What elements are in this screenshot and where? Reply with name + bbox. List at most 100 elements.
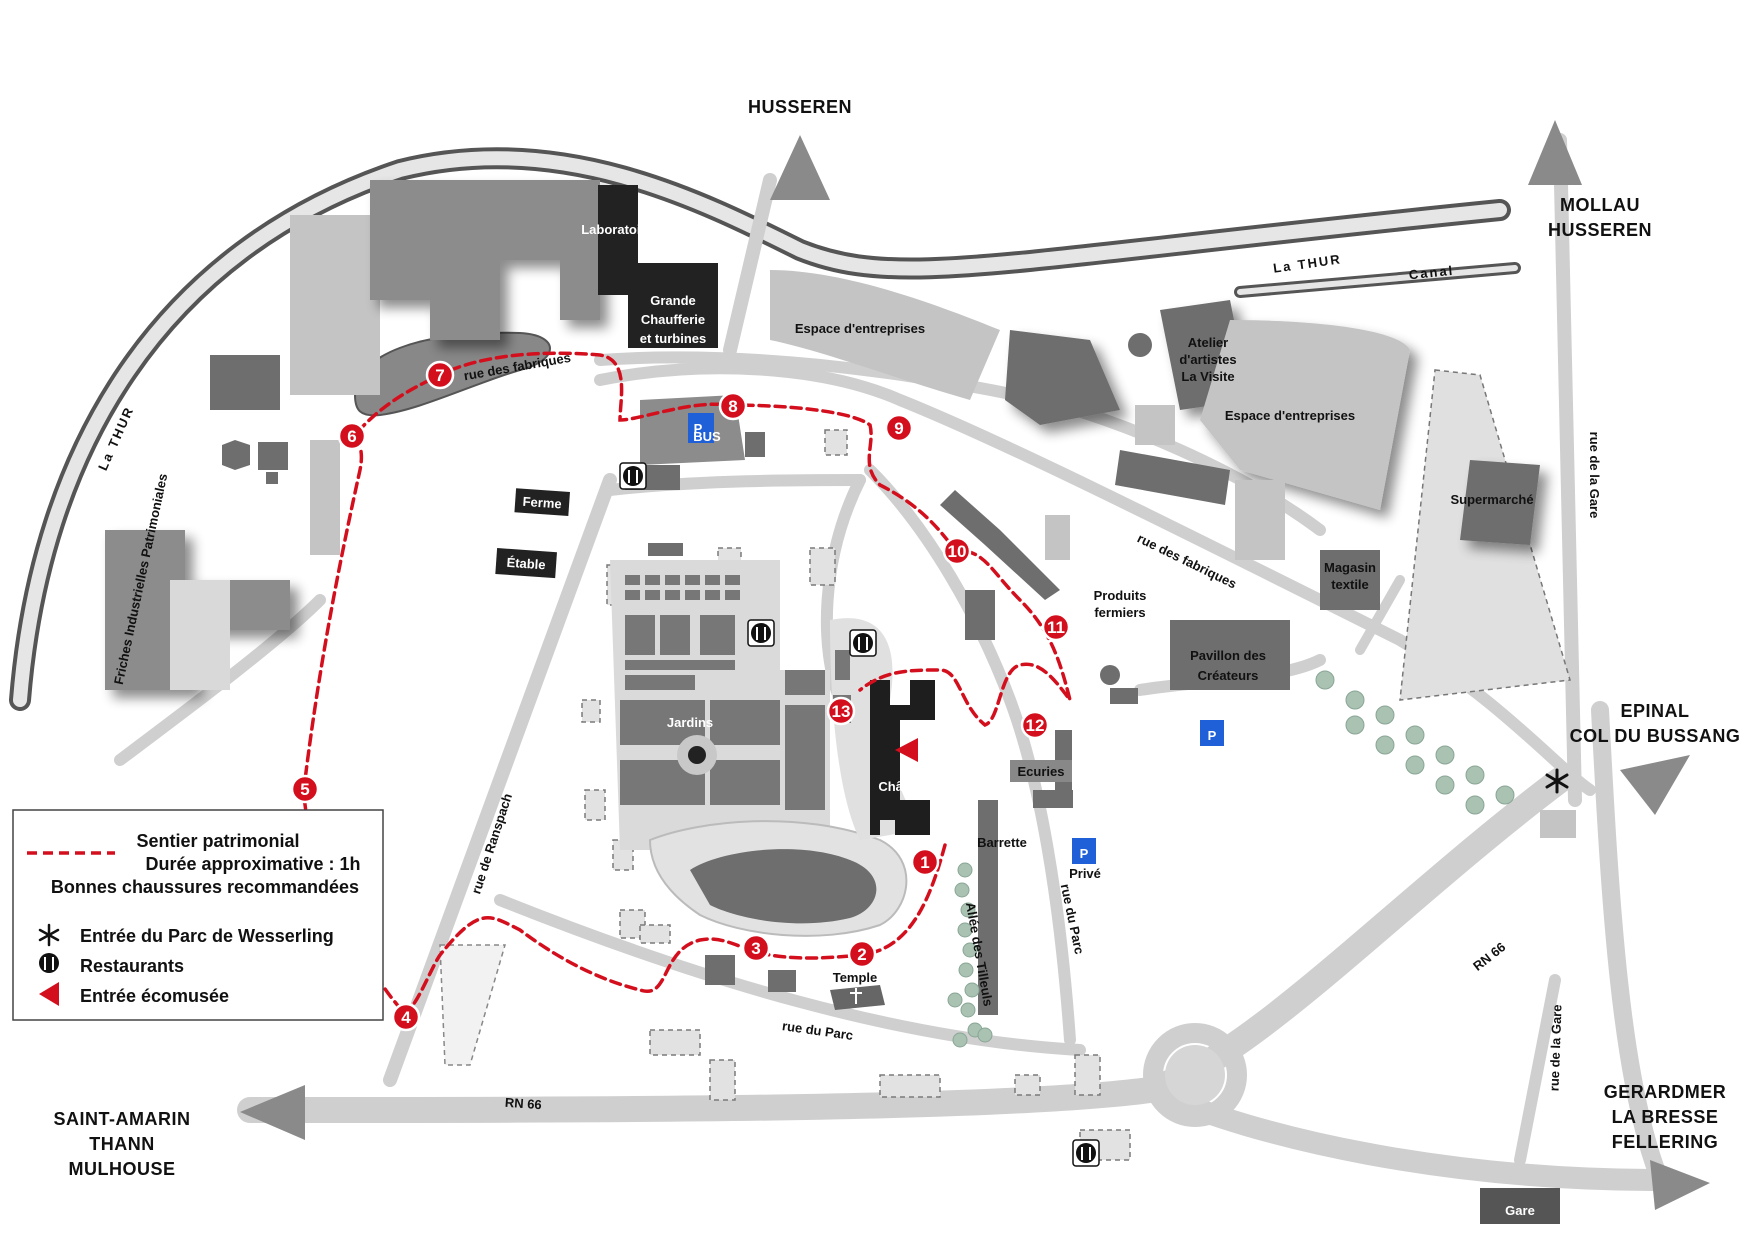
label-rue-parc-south: rue du Parc [781, 1018, 854, 1043]
label-rue-gare-north: rue de la Gare [1587, 432, 1602, 519]
label-atelier-2: d'artistes [1179, 352, 1236, 367]
svg-text:7: 7 [435, 366, 444, 385]
dir-gerardmer: GERARDMER [1604, 1082, 1727, 1102]
parking-bus-sign[interactable]: P BUS [688, 413, 721, 444]
trail-stop-1[interactable]: 1 [910, 847, 940, 877]
restaurant-icons [619, 462, 1100, 1167]
svg-text:6: 6 [347, 427, 356, 446]
label-rn66-west: RN 66 [504, 1095, 542, 1113]
parking-private-sign[interactable]: P Privé [1069, 838, 1101, 881]
dir-col-bussang: COL DU BUSSANG [1570, 726, 1741, 746]
trail-stop-9[interactable]: 9 [884, 413, 914, 443]
canal [1234, 262, 1521, 298]
label-gare: Gare [1480, 1188, 1560, 1224]
tree-rows [947, 670, 1515, 1048]
label-supermarche: Supermarché [1450, 492, 1533, 507]
svg-text:P: P [1208, 728, 1217, 743]
label-espace-entreprises-1: Espace d'entreprises [795, 321, 925, 336]
label-pavillon-2: Créateurs [1198, 668, 1259, 683]
dir-fellering: FELLERING [1612, 1132, 1719, 1152]
svg-text:12: 12 [1026, 716, 1045, 735]
label-espace-entreprises-2: Espace d'entreprises [1225, 408, 1355, 423]
trail-stop-6[interactable]: 6 [337, 421, 367, 451]
park-entrance-icon [1545, 768, 1569, 794]
legend-museum-icon [39, 982, 59, 1006]
dir-la-bresse: LA BRESSE [1612, 1107, 1719, 1127]
label-thur-north: La THUR [1272, 251, 1342, 275]
svg-text:13: 13 [832, 702, 851, 721]
svg-text:11: 11 [1047, 618, 1065, 637]
label-magasin-1: Magasin [1324, 560, 1376, 575]
label-barrette: Barrette [977, 835, 1027, 850]
legend-entrance: Entrée du Parc de Wesserling [80, 926, 334, 946]
parking-public-sign[interactable]: P [1200, 720, 1224, 746]
legend-duration: Durée approximative : 1h [145, 854, 360, 874]
label-rue-gare-south: rue de la Gare [1546, 1004, 1564, 1091]
label-produits-1: Produits [1094, 588, 1147, 603]
label-laboratoire: Laboratoire [581, 222, 653, 237]
legend-trail-name: Sentier patrimonial [136, 831, 299, 851]
label-atelier-3: La Visite [1181, 369, 1234, 384]
dir-mollau: MOLLAU [1560, 195, 1640, 215]
trail-stop-11[interactable]: 11 [1041, 612, 1071, 642]
label-ferme: Ferme [514, 488, 570, 517]
trail-stop-12[interactable]: 12 [1020, 710, 1050, 740]
trail-stop-8[interactable]: 8 [718, 391, 748, 421]
trail-stop-10[interactable]: 10 [942, 536, 972, 566]
restaurant-icon[interactable] [849, 629, 877, 657]
label-ecuries: Ecuries [1010, 760, 1072, 782]
restaurant-icon[interactable] [1072, 1139, 1100, 1167]
legend: Sentier patrimonial Durée approximative … [12, 809, 384, 1021]
svg-text:1: 1 [920, 853, 929, 872]
svg-text:Étable: Étable [506, 555, 546, 573]
svg-text:Ecuries: Ecuries [1018, 764, 1065, 779]
river-thur [9, 147, 1511, 711]
direction-arrows [240, 120, 1710, 1210]
svg-text:P: P [694, 421, 703, 436]
label-temple: Temple [833, 970, 878, 985]
svg-text:P: P [1080, 846, 1089, 861]
legend-shoes: Bonnes chaussures recommandées [51, 877, 359, 897]
label-canal: Canal [1408, 263, 1455, 283]
trail-stop-3[interactable]: 3 [741, 933, 771, 963]
dir-mulhouse: MULHOUSE [69, 1159, 176, 1179]
direction-labels: HUSSEREN MOLLAU HUSSEREN EPINAL COL DU B… [54, 97, 1741, 1179]
temple [830, 985, 885, 1010]
label-magasin-2: textile [1331, 577, 1369, 592]
svg-text:4: 4 [401, 1008, 411, 1027]
label-produits-2: fermiers [1094, 605, 1145, 620]
svg-text:BUS: BUS [693, 429, 721, 444]
svg-text:Privé: Privé [1069, 866, 1101, 881]
label-chaufferie-2: Chaufferie [641, 312, 705, 327]
label-pavillon-1: Pavillon des [1190, 648, 1266, 663]
dir-husseren-2: HUSSEREN [1548, 220, 1652, 240]
trail-stop-4[interactable]: 4 [391, 1002, 421, 1032]
restaurant-icon[interactable] [747, 619, 775, 647]
chateau-building [870, 680, 935, 835]
label-etable: Étable [495, 548, 557, 579]
svg-text:2: 2 [857, 945, 866, 964]
svg-text:8: 8 [728, 397, 737, 416]
svg-text:5: 5 [300, 780, 309, 799]
label-rn66-east: RN 66 [1470, 939, 1508, 974]
svg-text:10: 10 [948, 542, 967, 561]
trail-stop-7[interactable]: 7 [425, 360, 455, 390]
dir-husseren: HUSSEREN [748, 97, 852, 117]
label-atelier-1: Atelier [1188, 335, 1228, 350]
buildings [105, 180, 1576, 1161]
restaurant-icon[interactable] [619, 462, 647, 490]
trail-stop-5[interactable]: 5 [290, 774, 320, 804]
label-chaufferie-1: Grande [650, 293, 696, 308]
label-jardins: Jardins [667, 715, 713, 730]
svg-text:Ferme: Ferme [522, 494, 562, 512]
trail-stop-2[interactable]: 2 [847, 939, 877, 969]
trail-stop-13[interactable]: 13 [826, 696, 856, 726]
svg-text:Gare: Gare [1505, 1203, 1535, 1218]
legend-museum: Entrée écomusée [80, 986, 229, 1006]
label-chaufferie-3: et turbines [640, 331, 706, 346]
heritage-trail [302, 351, 1072, 1018]
svg-text:9: 9 [894, 419, 903, 438]
legend-restaurant-icon [39, 953, 59, 973]
dir-epinal: EPINAL [1620, 701, 1689, 721]
dir-saint-amarin: SAINT-AMARIN [54, 1109, 191, 1129]
